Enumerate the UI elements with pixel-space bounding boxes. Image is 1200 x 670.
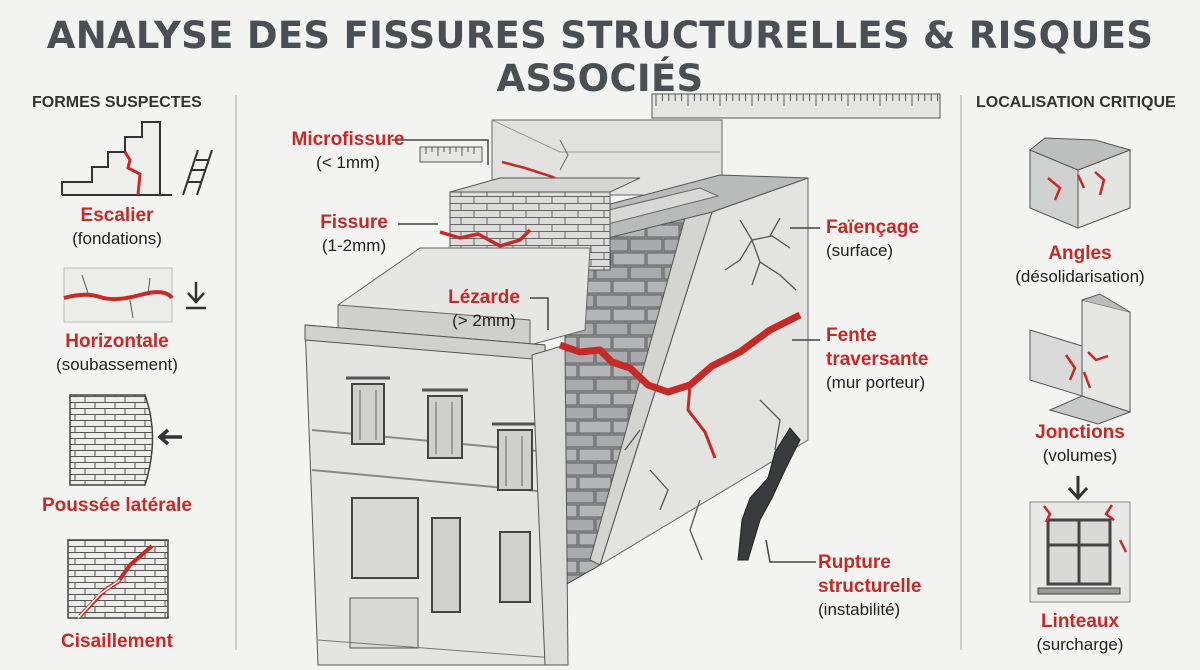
location-angles-name: Angles [1048,243,1112,264]
junction-crack-icon [1029,293,1132,425]
callout-faiencage-name: Faïençage [826,217,919,238]
location-linteaux-name: Linteaux [1040,611,1120,632]
callout-fente-line1: Fente [826,325,877,346]
lateral-thrust-icon [69,394,182,486]
callout-fissure-name: Fissure [320,212,388,233]
shape-escalier-name: Escalier [80,205,154,226]
callout-microfissure: Microfissure (< 1mm) [282,128,414,173]
callout-fissure-note: (1-2mm) [321,235,387,255]
shape-poussee-name: Poussée latérale [42,495,192,516]
location-jonctions-name: Jonctions [1035,422,1125,443]
right-panel-heading: LOCALISATION CRITIQUE [976,94,1176,111]
callout-fente-line2: traversante [826,348,929,370]
right-divider [960,95,962,650]
shape-escalier-note: (fondations) [72,228,162,248]
ruler-illustration [651,93,941,119]
corner-crack-icon [1029,137,1132,229]
callout-lezarde: Lézarde (> 2mm) [436,286,532,331]
location-angles: Angles (désolidarisation) [990,242,1170,287]
page-title: ANALYSE DES FISSURES STRUCTURELLES & RIS… [46,14,1154,100]
horizontal-crack-icon [63,267,206,323]
stair-crack-icon [61,121,213,196]
shape-horizontale: Horizontale (soubassement) [32,330,202,375]
location-linteaux: Linteaux (surcharge) [990,610,1170,655]
lintel-crack-icon [1029,476,1131,603]
callout-microfissure-name: Microfissure [291,129,405,150]
callout-fissure: Fissure (1-2mm) [306,211,402,256]
callout-rupture-note: (instabilité) [818,599,901,619]
shear-crack-icon [67,539,169,619]
location-angles-note: (désolidarisation) [1015,266,1145,286]
callout-rupture-line2: structurelle [818,575,922,597]
callout-faiencage: Faïençage (surface) [826,216,946,261]
shape-horizontale-note: (soubassement) [56,354,178,374]
callout-lezarde-note: (> 2mm) [452,310,516,330]
callout-rupture-line1: Rupture [818,552,891,573]
shape-cisaillement-name: Cisaillement [61,631,173,652]
location-linteaux-note: (surcharge) [1036,634,1124,654]
left-panel-heading: FORMES SUSPECTES [32,94,202,111]
shape-horizontale-name: Horizontale [65,331,169,352]
callout-microfissure-note: (< 1mm) [316,152,380,172]
callout-faiencage-note: (surface) [826,240,894,260]
location-jonctions: Jonctions (volumes) [990,421,1170,466]
location-jonctions-note: (volumes) [1042,445,1118,465]
shape-escalier: Escalier (fondations) [32,204,202,249]
shape-cisaillement: Cisaillement [32,630,202,654]
small-ruler-illustration [419,146,483,163]
callout-rupture-structurelle: Rupture structurelle (instabilité) [818,551,954,620]
shape-poussee: Poussée latérale [22,494,212,518]
callout-fente-note: (mur porteur) [826,372,926,392]
callout-fente-traversante: Fente traversante (mur porteur) [826,324,954,393]
callout-lezarde-name: Lézarde [448,287,520,308]
left-divider [235,95,237,650]
